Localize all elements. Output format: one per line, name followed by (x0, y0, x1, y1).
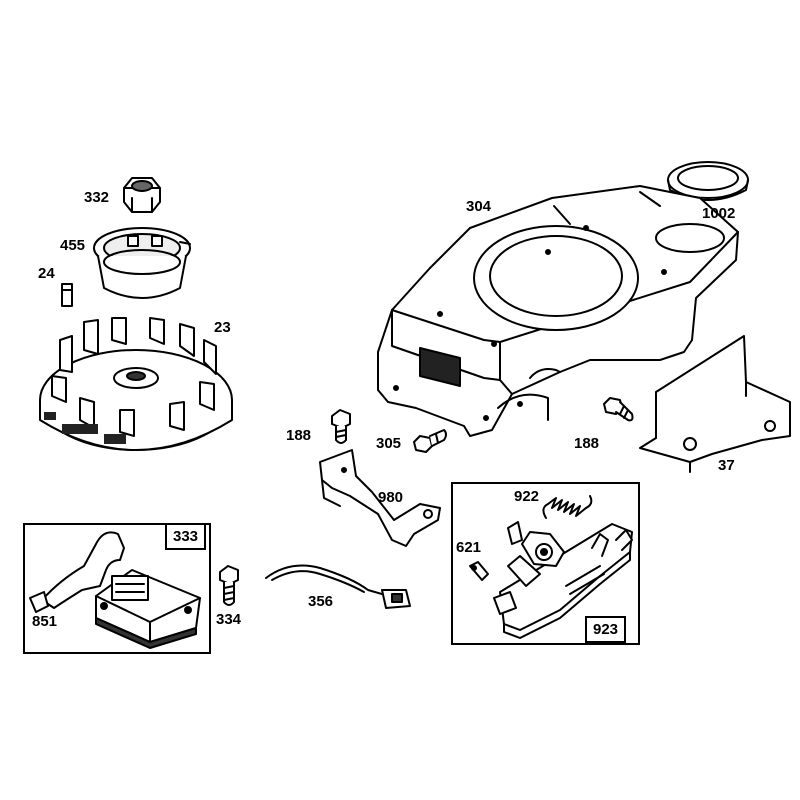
governor-assembly-frame (451, 482, 640, 645)
ignition-coil-part (29, 531, 201, 649)
label-1002: 1002 (702, 205, 736, 222)
blower-housing-part (377, 185, 739, 437)
label-188-right: 188 (574, 435, 600, 452)
screw-188-left-part (331, 409, 351, 444)
screw-334-part (219, 565, 239, 606)
label-37: 37 (718, 457, 735, 474)
governor-spring-part (542, 495, 593, 519)
label-334: 334 (216, 611, 242, 628)
ground-wire-part (265, 564, 411, 609)
label-851: 851 (32, 613, 58, 630)
label-23: 23 (214, 319, 231, 336)
grommet-part (667, 161, 749, 201)
flywheel-key-part (61, 283, 73, 307)
label-332: 332 (84, 189, 110, 206)
label-923: 923 (585, 616, 627, 643)
bracket-980-part (319, 449, 441, 547)
ignition-coil-frame (23, 523, 211, 654)
label-356: 356 (308, 593, 334, 610)
label-621: 621 (456, 539, 482, 556)
label-922: 922 (514, 488, 540, 505)
flywheel-part (39, 317, 233, 451)
label-188-left: 188 (286, 427, 312, 444)
label-304: 304 (466, 198, 492, 215)
starter-cup-part (93, 227, 191, 299)
label-333: 333 (165, 523, 207, 550)
bracket-37-part (639, 335, 791, 473)
governor-control-part (469, 521, 633, 639)
label-980: 980 (378, 489, 404, 506)
label-24: 24 (38, 265, 55, 282)
hex-nut-part (123, 177, 161, 213)
screw-305-part (413, 429, 447, 453)
label-455: 455 (60, 237, 86, 254)
screw-188-right-part (603, 397, 634, 422)
label-305: 305 (376, 435, 402, 452)
